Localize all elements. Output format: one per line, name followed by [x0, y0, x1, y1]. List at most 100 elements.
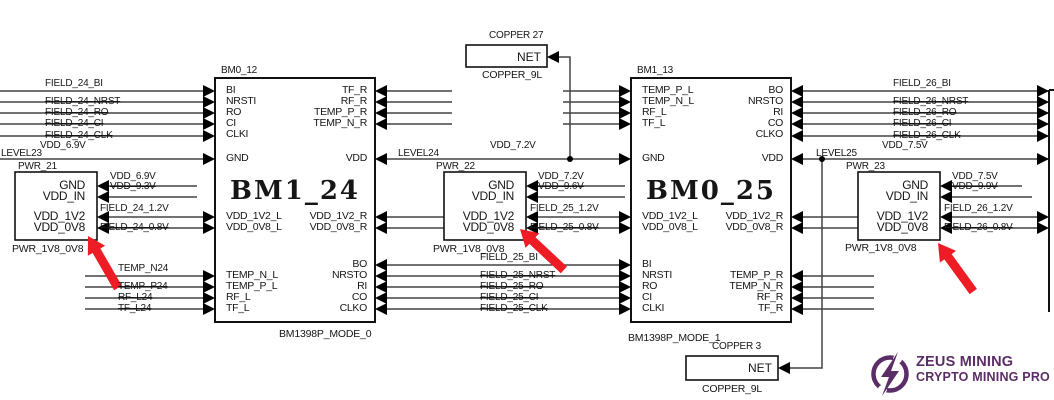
- bm1-left-pins: [203, 85, 215, 315]
- pwr22-footer: PWR_1V8_0V8: [433, 243, 505, 255]
- net-label: VDD_7.5V: [952, 171, 998, 182]
- net-label: FIELD_26_RO: [893, 107, 957, 118]
- net-label: FIELD_24_CLK: [45, 130, 113, 141]
- bm1-right-pins: [375, 85, 387, 315]
- net-label: VDD_9.9V: [952, 181, 998, 192]
- net-label: FIELD_24_1.2V: [100, 203, 169, 214]
- net-label: FIELD_24_BI: [45, 78, 103, 89]
- bm0-25-block-body[interactable]: [630, 77, 792, 323]
- net-label: FIELD_24_0.8V: [100, 222, 169, 233]
- junction-dot: [819, 156, 825, 162]
- bm0-mid-stub-wires: [803, 216, 858, 229]
- net-label: FIELD_26_1.2V: [944, 203, 1013, 214]
- net-label: VDD_7.2V: [538, 171, 584, 182]
- bm0-left-stub-wires: [563, 90, 619, 125]
- field25-wires: [387, 264, 619, 310]
- net-label-level23: LEVEL23: [1, 148, 42, 159]
- copper3-wire: [790, 159, 823, 369]
- net-label: FIELD_24_CI: [45, 118, 104, 129]
- bm0-mode-label: BM1398P_MODE_1: [628, 332, 721, 344]
- net-label: FIELD_25_CI: [480, 292, 539, 303]
- net-label: FIELD_25_BI: [480, 252, 538, 263]
- net-label-vdd75: VDD_7.5V: [882, 140, 928, 151]
- bm0-pin-vdd: VDD: [761, 152, 784, 164]
- net-label: VDD_6.9V: [110, 171, 156, 182]
- bm1-mid-stub-wires: [387, 216, 444, 229]
- copper27-footer: COPPER_9L: [482, 69, 543, 81]
- net-label: RF_L24: [118, 292, 153, 303]
- right-edge-block-pins: [1037, 85, 1049, 234]
- net-label: FIELD_25_NRST: [480, 270, 556, 281]
- zeus-mining-logo-icon[interactable]: [871, 352, 909, 396]
- copper3-net-label: NET: [748, 361, 772, 375]
- copper27-wire: [559, 56, 571, 159]
- bm0-designator: BM1_13: [637, 65, 674, 76]
- net-label: FIELD_25_CLK: [480, 303, 548, 314]
- pwr23-box[interactable]: [857, 171, 941, 241]
- pwr22-title: PWR_22: [436, 161, 475, 172]
- net-label: FIELD_25_1.2V: [530, 203, 599, 214]
- junction-dot: [567, 156, 573, 162]
- net-label: FIELD_25_RO: [480, 281, 544, 292]
- zeus-mining-logo-line2[interactable]: CRYPTO MINING PRO: [916, 370, 1050, 384]
- pwr21-footer: PWR_1V8_0V8: [12, 243, 84, 255]
- right-edge-partial-block[interactable]: [1048, 89, 1054, 312]
- bm1-pin-vdd: VDD: [345, 152, 368, 164]
- net-label-vdd69: VDD_6.9V: [40, 140, 86, 151]
- copper3-box[interactable]: [685, 355, 779, 381]
- bm0-title: BM0_25: [645, 176, 777, 206]
- net-label: VDD_9.3V: [110, 181, 156, 192]
- copper27-box[interactable]: [465, 44, 548, 68]
- net-label: FIELD_26_NRST: [893, 96, 969, 107]
- bm1-designator: BM0_12: [221, 65, 258, 76]
- net-label: TEMP_P24: [118, 281, 168, 292]
- pwr21-title: PWR_21: [18, 161, 57, 172]
- bm1-24-block-body[interactable]: [214, 77, 376, 323]
- pwr21-box[interactable]: [14, 171, 98, 241]
- net-label: TF_L24: [118, 303, 152, 314]
- net-label: FIELD_26_BI: [893, 78, 951, 89]
- net-label-level24: LEVEL24: [398, 148, 439, 159]
- zeus-mining-logo-line1[interactable]: ZEUS MINING: [916, 354, 1014, 370]
- pwr22-wires: [538, 185, 625, 229]
- bm1-pin-gnd: GND: [226, 152, 249, 164]
- net-label: FIELD_24_NRST: [45, 96, 121, 107]
- bm1-right-stub-wires: [387, 90, 452, 125]
- pwr21-wires: [109, 185, 203, 229]
- net-label-vdd72: VDD_7.2V: [490, 140, 536, 151]
- bm0-br-stub-wires: [803, 275, 874, 310]
- bm0-right-pins: [791, 85, 803, 315]
- copper3-title: COPPER 3: [712, 341, 761, 352]
- field26-wires: [803, 90, 1049, 137]
- pwr22-box[interactable]: [443, 171, 527, 241]
- temp24-wires: [85, 275, 203, 310]
- copper27-net-pin: [547, 51, 559, 63]
- net-label: FIELD_25_0.8V: [530, 222, 599, 233]
- net-label: VDD_9.6V: [538, 181, 584, 192]
- copper3-footer: COPPER_9L: [702, 383, 763, 395]
- net-label: FIELD_24_RO: [45, 107, 109, 118]
- pwr23-title: PWR_23: [846, 161, 885, 172]
- pwr23-wires: [952, 185, 1037, 229]
- bm1-title: BM1_24: [229, 176, 361, 206]
- bm1-mode-label: BM1398P_MODE_0: [279, 328, 372, 340]
- net-label-level25: LEVEL25: [816, 148, 857, 159]
